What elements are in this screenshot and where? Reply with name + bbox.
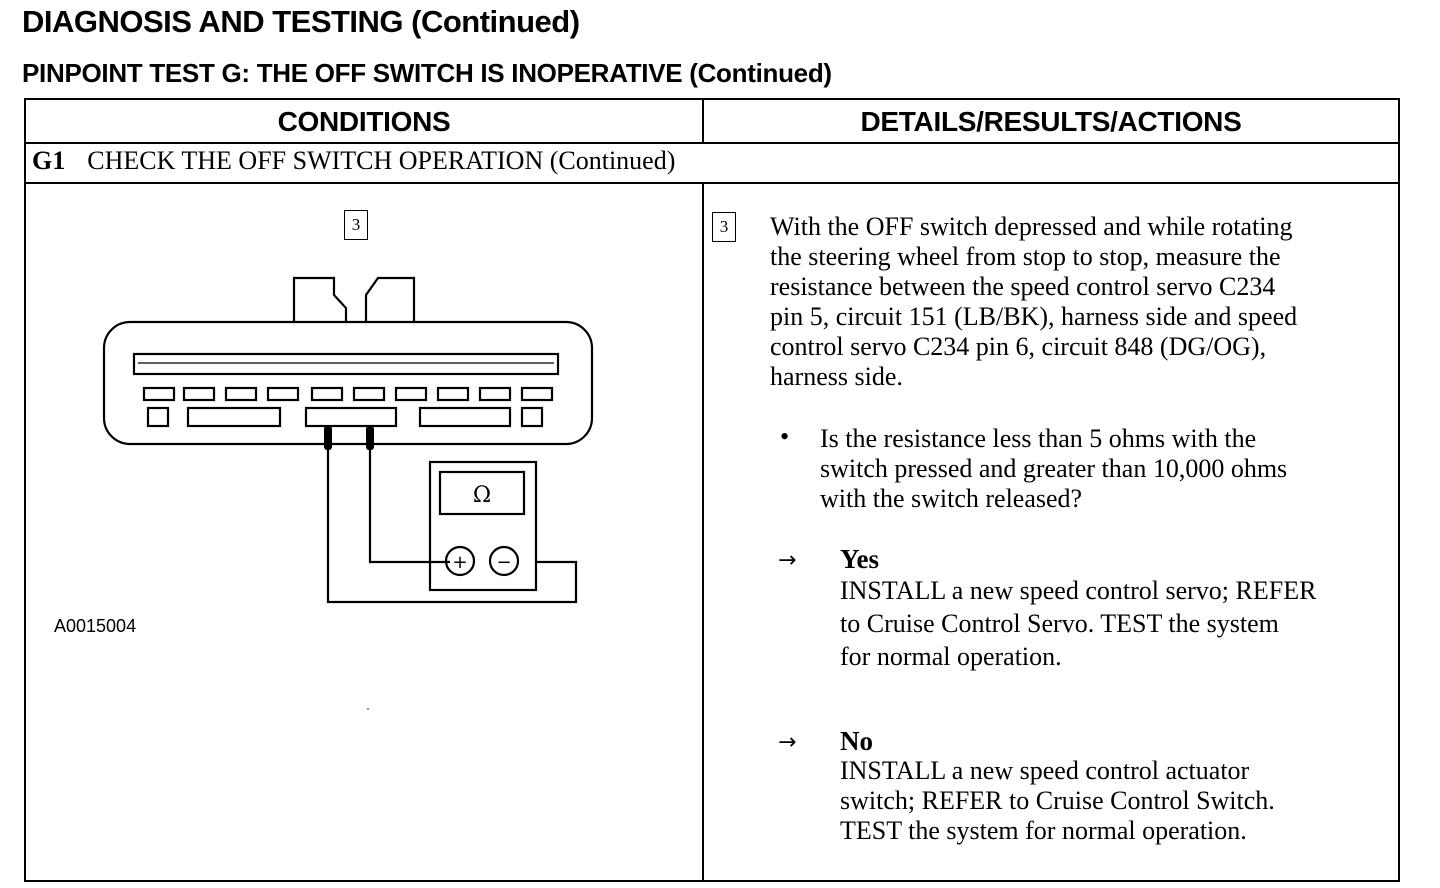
yes-action: INSTALL a new speed control servo; REFER… [840,574,1316,673]
connector-diagram: Ω + − [102,276,594,604]
instruction-text: With the OFF switch depressed and while … [770,212,1297,392]
instruction-line: harness side. [770,362,903,391]
step-number: G1 [32,146,66,175]
figure-step-ref: 3 [344,210,368,240]
column-header-details: DETAILS/RESULTS/ACTIONS [860,106,1242,137]
details-step-ref: 3 [712,212,736,242]
instruction-line: With the OFF switch depressed and while … [770,212,1293,241]
ohm-symbol: Ω [473,483,491,508]
ohmmeter-display [438,470,526,516]
scan-speck [367,708,369,710]
lead-wire-2 [368,450,450,564]
pinpoint-test-table: CONDITIONS DETAILS/RESULTS/ACTIONS G1 CHE… [24,98,1400,882]
no-line: TEST the system for normal operation. [840,816,1247,845]
connector-housing [102,320,594,446]
column-divider-body [702,184,704,882]
question-text: Is the resistance less than 5 ohms with … [820,424,1287,514]
figure-id: A0015004 [54,616,137,636]
yes-line: to Cruise Control Servo. TEST the system [840,609,1279,638]
connector-strip [132,352,560,376]
yes-label: Yes [840,544,879,574]
page-title: DIAGNOSIS AND TESTING (Continued) [22,4,580,39]
no-line: INSTALL a new speed control actuator [840,756,1250,785]
no-arrow-icon: → [778,730,797,755]
connector-latch [292,276,416,322]
instruction-line: pin 5, circuit 151 (LB/BK), harness side… [770,302,1298,331]
column-header-conditions: CONDITIONS [277,106,451,137]
question-line: with the switch released? [820,484,1083,513]
question-line: switch pressed and greater than 10,000 o… [820,454,1288,483]
yes-line: for normal operation. [840,642,1062,671]
column-divider [702,100,704,142]
no-line: switch; REFER to Cruise Control Switch. [840,786,1275,815]
plus-terminal: + [452,552,467,573]
no-action: INSTALL a new speed control actuator swi… [840,756,1275,846]
instruction-line: control servo C234 pin 6, circuit 848 (D… [770,332,1267,361]
step-row: G1 CHECK THE OFF SWITCH OPERATION (Contin… [32,146,675,176]
bullet-icon: • [780,422,790,451]
step-divider [26,182,1398,184]
header-divider [26,142,1398,144]
minus-terminal: − [496,552,511,573]
step-title: CHECK THE OFF SWITCH OPERATION (Continue… [87,146,676,175]
instruction-line: the steering wheel from stop to stop, me… [770,242,1281,271]
yes-arrow-icon: → [778,548,797,573]
lead-wire-1 [326,450,578,604]
yes-line: INSTALL a new speed control servo; REFER [840,576,1317,605]
question-line: Is the resistance less than 5 ohms with … [820,424,1257,453]
test-subtitle: PINPOINT TEST G: THE OFF SWITCH IS INOPE… [22,58,832,88]
ohmmeter [428,460,538,592]
instruction-line: resistance between the speed control ser… [770,272,1276,301]
test-probes [324,426,374,450]
no-label: No [840,726,873,756]
